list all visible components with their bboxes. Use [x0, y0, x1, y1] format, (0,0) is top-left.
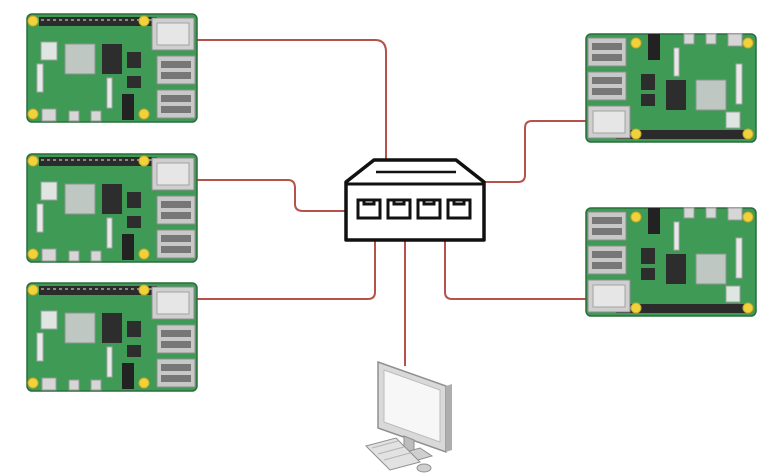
switch-port-icon: [386, 198, 412, 220]
raspberry-pi-board-icon: [585, 33, 757, 143]
network-switch-icon: [344, 158, 486, 242]
cable-group: [196, 39, 588, 366]
raspberry-pi-board-icon: [585, 207, 757, 317]
raspberry-pi-board-icon: [26, 153, 198, 263]
cable-pi-left-2-to-switch: [196, 179, 346, 212]
raspberry-pi-board-icon: [26, 282, 198, 392]
switch-port-icon: [446, 198, 472, 220]
cable-pi-right-2-to-switch: [444, 240, 588, 300]
raspberry-pi-board-icon: [26, 13, 198, 123]
desktop-computer-icon: [365, 360, 452, 473]
switch-port-icon: [356, 198, 382, 220]
cable-pi-left-3-to-switch: [196, 240, 376, 300]
cable-pi-left-1-to-switch: [196, 39, 387, 160]
switch-port-icon: [416, 198, 442, 220]
cable-pi-right-1-to-switch: [484, 120, 588, 183]
